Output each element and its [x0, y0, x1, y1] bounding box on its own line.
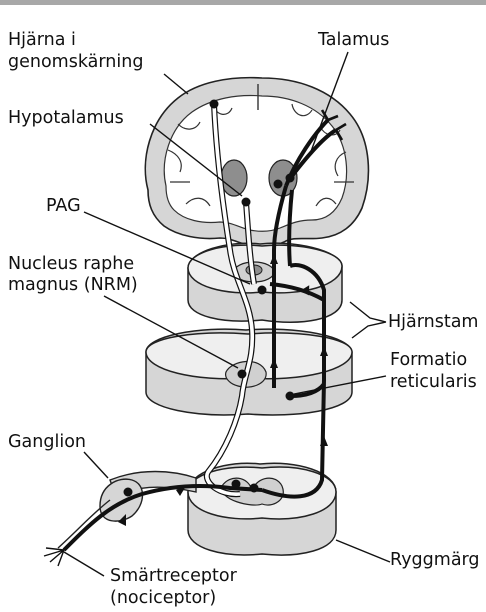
spinal-cord-slab	[188, 463, 336, 555]
label-nrm-2: magnus (NRM)	[8, 275, 138, 296]
label-spinal-cord: Ryggmärg	[390, 550, 480, 571]
brain-white-matter	[164, 96, 346, 232]
label-brain-section-2: genomskärning	[8, 52, 143, 73]
label-ganglion: Ganglion	[8, 432, 86, 453]
label-pag: PAG	[46, 196, 81, 217]
label-nociceptor-1: Smärtreceptor	[110, 566, 237, 587]
label-talamus: Talamus	[318, 30, 389, 51]
label-brainstem: Hjärnstam	[388, 312, 478, 333]
label-hypotalamus: Hypotalamus	[8, 108, 124, 129]
label-brain-section-1: Hjärna i	[8, 30, 76, 51]
label-nociceptor-2: (nociceptor)	[110, 588, 216, 609]
label-formatio-2: reticularis	[390, 372, 477, 393]
label-formatio-1: Formatio	[390, 350, 467, 371]
nociceptor-endings	[44, 548, 64, 566]
label-nrm-1: Nucleus raphe	[8, 254, 134, 275]
brain-cross-section	[145, 78, 368, 247]
top-bar	[0, 0, 486, 5]
